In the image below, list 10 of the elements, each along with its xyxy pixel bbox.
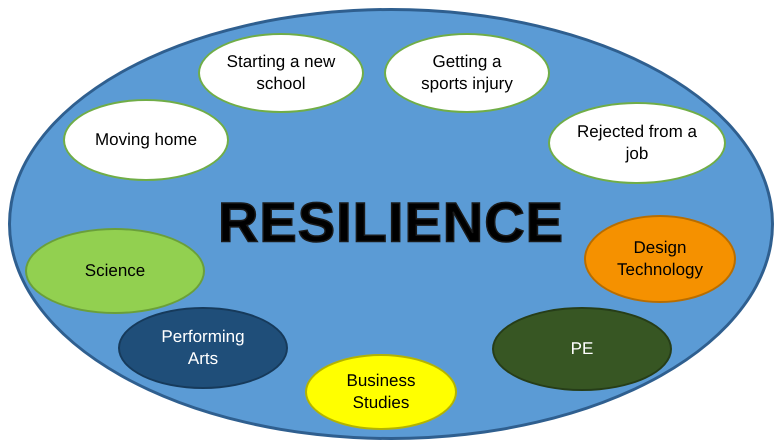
topic-label: Performing Arts xyxy=(160,326,246,370)
topic-label: Moving home xyxy=(94,128,198,151)
topic-label: Rejected from a job xyxy=(576,120,698,165)
topic-label: Business Studies xyxy=(346,370,416,414)
topic-label: Science xyxy=(84,260,146,282)
topic-label: Getting a sports injury xyxy=(420,50,514,95)
topic-label: Design Technology xyxy=(616,236,704,281)
title-text: RESILIENCE xyxy=(218,190,564,256)
topic-label: Starting a new school xyxy=(226,50,336,95)
topic-label: PE xyxy=(570,338,594,360)
